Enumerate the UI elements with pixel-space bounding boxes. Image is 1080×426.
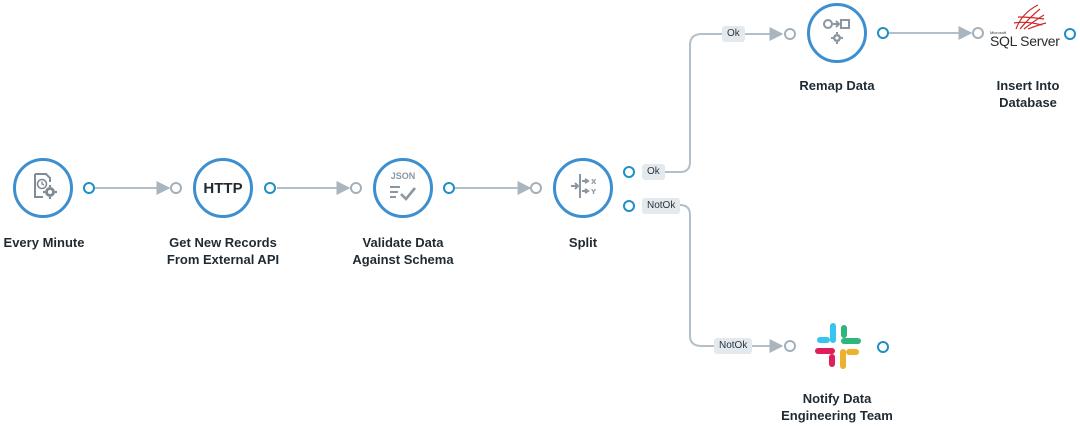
split-notok-branch-label: NotOk [642,198,681,214]
insert-output-port[interactable] [1064,28,1076,40]
split-ok-branch-label: Ok [642,164,665,180]
svg-text:Y: Y [590,188,597,196]
insert-input-port[interactable] [972,27,984,39]
split-notok-output-port[interactable] [623,200,635,212]
http-label: Get New Records From External API [166,235,280,267]
wire-split-ok-to-remap [663,27,784,173]
notify-input-port[interactable] [784,340,796,352]
wire-split-notok-to-notify [673,204,784,353]
remap-label: Remap Data [799,78,875,93]
http-input-port[interactable] [170,182,182,194]
notify-notok-branch-label: NotOk [714,338,753,354]
every-minute-output-port[interactable] [83,182,95,194]
sql-server-microsoft-text: Microsoft [990,30,1007,35]
sql-server-icon: Microsoft SQL Server [988,3,1068,59]
every-minute-node[interactable] [13,158,73,218]
svg-text:X: X [591,178,597,186]
validate-output-port[interactable] [443,182,455,194]
split-icon: X Y [566,169,600,208]
remap-node[interactable] [807,3,867,63]
split-ok-output-port[interactable] [623,166,635,178]
http-node[interactable]: HTTP [193,158,253,218]
http-icon: HTTP [203,179,243,197]
validate-input-port[interactable] [350,182,362,194]
split-label: Split [568,235,598,250]
notify-output-port[interactable] [877,341,889,353]
split-node[interactable]: X Y [553,158,613,218]
json-icon-text: JSON [390,171,416,181]
notify-label: Notify Data Engineering Team [781,391,893,423]
split-input-port[interactable] [530,182,542,194]
remap-icon [820,14,854,53]
validate-label: Validate Data Against Schema [352,235,454,267]
sql-server-logo-text: SQL Server [990,33,1060,49]
remap-input-port[interactable] [784,28,796,40]
every-minute-label: Every Minute [3,235,85,250]
validate-node[interactable]: JSON [373,158,433,218]
insert-label: Insert Into Database [996,78,1060,110]
remap-ok-branch-label: Ok [722,26,745,42]
json-schema-icon: JSON [385,171,421,205]
remap-output-port[interactable] [877,27,889,39]
schedule-icon [26,169,60,208]
http-output-port[interactable] [264,182,276,194]
slack-icon[interactable] [814,322,862,370]
